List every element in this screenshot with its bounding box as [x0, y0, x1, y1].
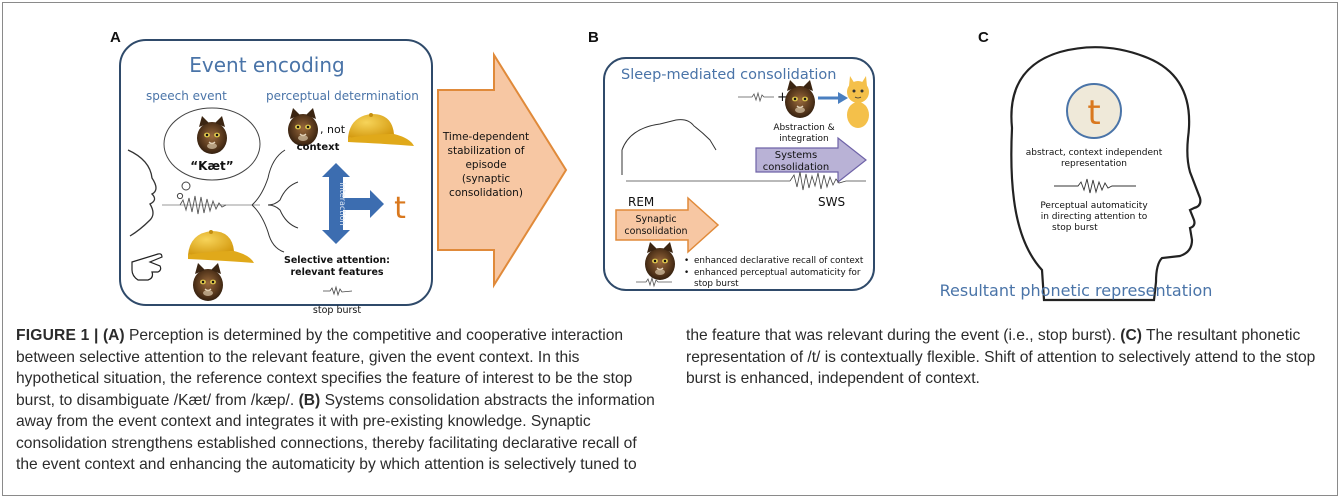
bullet-2a: enhanced perceptual automaticity for — [694, 268, 861, 278]
caption-b-label: (B) — [298, 391, 321, 409]
systems-label-2: consolidation — [763, 162, 829, 173]
caption-c-label: (C) — [1120, 327, 1142, 344]
auto-label-3: stop burst — [1052, 223, 1098, 233]
stop-burst-label-a: stop burst — [313, 305, 361, 316]
caption-right-column: the feature that was relevant during the… — [686, 325, 1326, 390]
stop-burst-wave-a — [323, 285, 353, 297]
kaet-word: “Kæt” — [190, 159, 233, 173]
arrow1-line-4: (synaptic — [462, 173, 511, 185]
t-glyph-a: t — [394, 191, 406, 226]
resultant-label: Resultant phonetic representation — [940, 281, 1213, 300]
arrow1-line-3: episode — [465, 159, 506, 171]
systems-label-1: Systems — [775, 150, 818, 161]
caption-lead: FIGURE 1 | — [16, 327, 99, 344]
bullet-mark-1: • — [684, 256, 689, 266]
caption-a-label: (A) — [102, 327, 125, 344]
abstraction-label-2: integration — [779, 134, 828, 144]
synaptic-label-1: Synaptic — [635, 214, 676, 225]
interaction-arrow — [322, 163, 384, 244]
repr-label-1: abstract, context independent — [1026, 148, 1163, 158]
waveform-icon-c — [1054, 178, 1136, 194]
panel-c-letter: C — [978, 29, 989, 46]
cartoon-cat-icon — [847, 76, 869, 128]
bullet-1: enhanced declarative recall of context — [694, 256, 864, 266]
abstraction-arrow-head — [838, 92, 848, 104]
figure-1: A Event encoding speech event perceptual… — [110, 29, 1213, 316]
waveform-icon-b2 — [636, 276, 672, 288]
repr-label-2: representation — [1061, 159, 1127, 169]
t-glyph-c: t — [1087, 93, 1100, 133]
abstraction-label-1: Abstraction & — [773, 123, 834, 133]
face-profile-icon — [127, 149, 157, 237]
panel-a-letter: A — [110, 29, 121, 46]
synaptic-label-2: consolidation — [624, 226, 687, 237]
not-label: , not — [320, 123, 346, 136]
arrow1-line-5: consolidation) — [449, 187, 523, 199]
head-outline-icon — [1010, 46, 1202, 302]
plus-sign: + — [777, 90, 788, 105]
selective-attention-label: Selective attention: — [284, 255, 390, 266]
caption-b-text-continued: the feature that was relevant during the… — [686, 327, 1121, 344]
caption-c-text: The resultant phonetic representation of… — [686, 327, 1316, 387]
panel-a-title: Event encoding — [189, 53, 345, 77]
caption-a-text: Perception is determined by the competit… — [16, 327, 633, 409]
pointing-hand-icon — [131, 253, 163, 281]
speech-event-label: speech event — [146, 89, 227, 103]
eeg-trace — [626, 171, 866, 191]
stabilization-arrow — [437, 51, 568, 289]
sleep-hypnogram — [621, 119, 717, 175]
interaction-label: interaction — [338, 182, 347, 225]
bullet-2b: stop burst — [694, 279, 739, 289]
t-circle — [1066, 83, 1122, 139]
synaptic-consolidation-arrow — [615, 196, 720, 254]
arrow1-line-1: Time-dependent — [442, 131, 529, 143]
waveform-icon — [162, 195, 260, 215]
panel-b-letter: B — [588, 29, 599, 46]
perceptual-determination-label: perceptual determination — [266, 89, 419, 103]
systems-consolidation-arrow — [755, 136, 867, 184]
arrow1-line-2: stabilization of — [448, 145, 525, 157]
auto-label-1: Perceptual automaticity — [1040, 201, 1148, 211]
rem-label: REM — [628, 195, 654, 209]
waveform-icon-b1 — [738, 91, 774, 103]
sws-label: SWS — [818, 195, 845, 209]
relevant-features-label: relevant features — [290, 267, 383, 278]
caption-left-column: FIGURE 1 | (A) Perception is determined … — [16, 325, 656, 476]
panel-b-title: Sleep-mediated consolidation — [621, 67, 836, 83]
caption-b-text: Systems consolidation abstracts the info… — [16, 391, 655, 474]
bullet-mark-2: • — [684, 268, 689, 278]
auto-label-2: in directing attention to — [1041, 212, 1148, 222]
context-label: context — [297, 142, 340, 153]
